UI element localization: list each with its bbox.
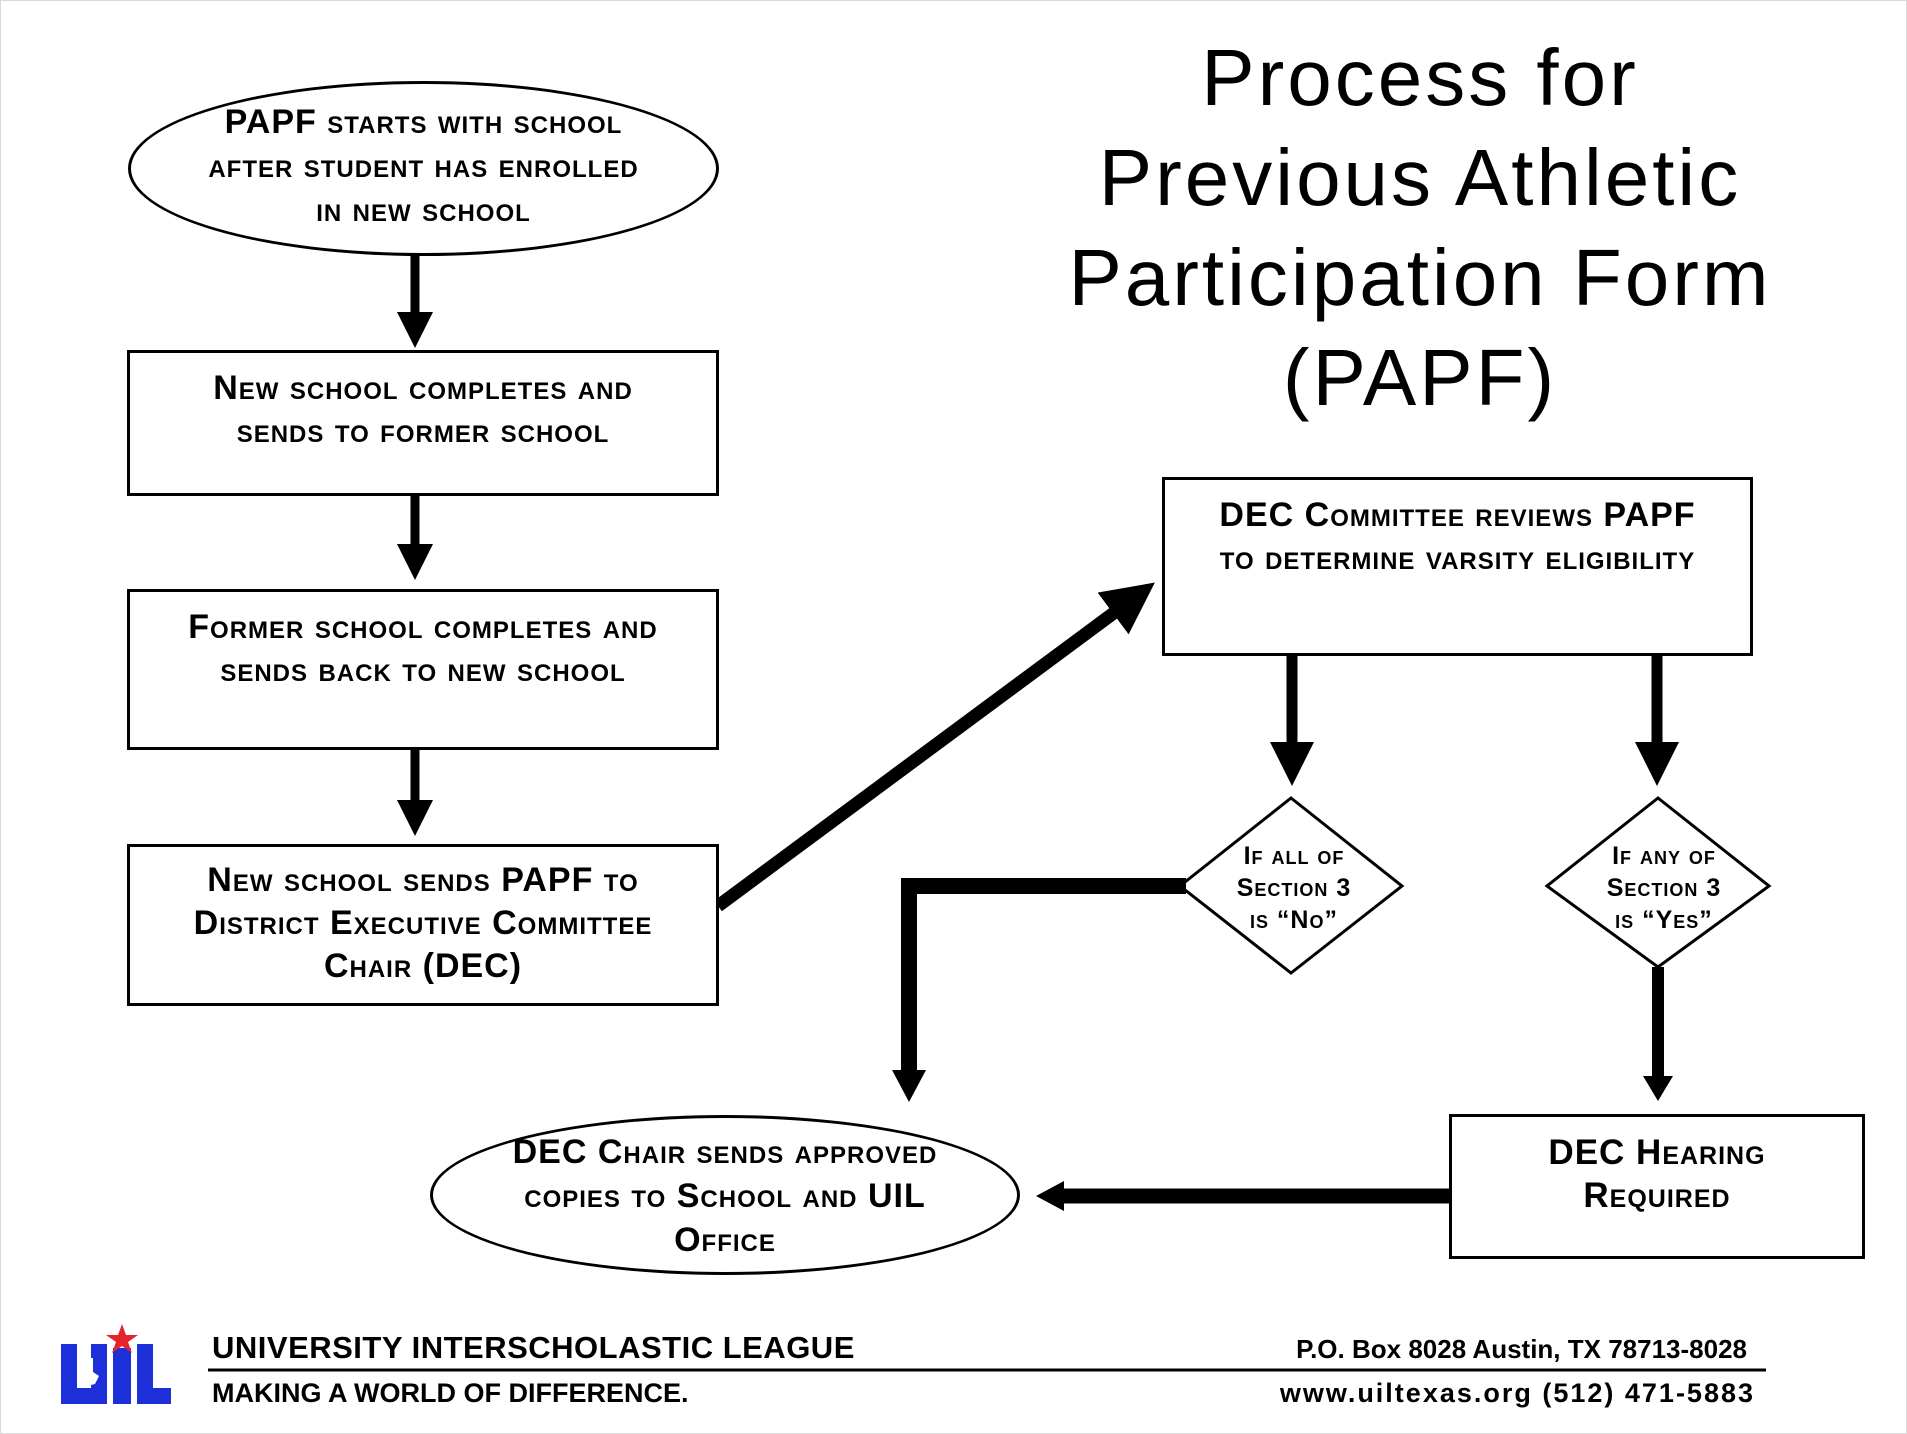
decision-yes-label: If any of Section 3 is “Yes” — [1566, 840, 1762, 936]
node-text: District Executive Committee — [193, 904, 653, 942]
footer-tagline: MAKING A WORLD OF DIFFERENCE. — [212, 1378, 689, 1408]
node-text: DEC Hearing — [1548, 1133, 1766, 1172]
arrow-no-to-end-head — [892, 1070, 926, 1102]
node-text: New school completes and — [213, 369, 633, 407]
decision-text: If any of — [1612, 842, 1716, 870]
step-send-to-dec: New school sends PAPF to District Execut… — [127, 844, 719, 1006]
node-text: in new school — [316, 191, 531, 229]
decision-no-diamond — [1177, 796, 1405, 975]
node-text: Chair (DEC) — [323, 947, 523, 985]
start-node: PAPF starts with school after student ha… — [128, 81, 719, 256]
node-text: Former school completes and — [188, 608, 658, 646]
node-text: Office — [674, 1221, 776, 1259]
node-text: DEC Committee reviews PAPF — [1219, 496, 1696, 534]
step-new-school-completes: New school completes and sends to former… — [127, 350, 719, 496]
node-text: Required — [1583, 1176, 1731, 1215]
decision-text: is “Yes” — [1615, 906, 1713, 934]
step-former-school-completes: Former school completes and sends back t… — [127, 589, 719, 750]
title-line: Participation Form — [1068, 233, 1772, 322]
node-text: PAPF starts with school — [224, 103, 623, 141]
arrow-step3-to-review — [714, 582, 1155, 912]
decision-text: Section 3 — [1236, 874, 1352, 902]
decision-text: If all of — [1243, 842, 1345, 870]
node-text: DEC Chair sends approved — [512, 1133, 938, 1171]
node-text: copies to School and UIL — [524, 1177, 926, 1215]
decision-no-label: If all of Section 3 is “No” — [1196, 840, 1392, 936]
node-text: New school sends PAPF to — [207, 861, 639, 899]
end-node: DEC Chair sends approved copies to Schoo… — [430, 1115, 1020, 1275]
step-dec-hearing: DEC Hearing Required — [1449, 1114, 1865, 1259]
arrow-yes-to-hearing-head — [1643, 1076, 1673, 1101]
step-dec-review: DEC Committee reviews PAPF to determine … — [1162, 477, 1753, 656]
node-text: to determine varsity eligibility — [1219, 539, 1696, 577]
title-line: Previous Athletic — [1098, 133, 1742, 222]
arrow-hearing-to-end-head — [1036, 1181, 1064, 1211]
node-text: sends to former school — [236, 412, 610, 450]
arrow-no-to-end — [901, 878, 1186, 1070]
footer-address: P.O. Box 8028 Austin, TX 78713-8028 — [1296, 1334, 1747, 1364]
diagram-title: Process for Previous Athletic Participat… — [1010, 28, 1830, 428]
footer-contact: www.uiltexas.org (512) 471-5883 — [1279, 1378, 1755, 1408]
node-text: after student has enrolled — [208, 147, 639, 185]
footer-organization: UNIVERSITY INTERSCHOLASTIC LEAGUE — [212, 1330, 855, 1365]
title-line: Process for — [1201, 33, 1639, 122]
title-line: (PAPF) — [1282, 333, 1558, 422]
decision-text: is “No” — [1249, 906, 1338, 934]
uil-logo — [57, 1322, 175, 1408]
decision-text: Section 3 — [1606, 874, 1722, 902]
node-text: sends back to new school — [220, 651, 626, 689]
